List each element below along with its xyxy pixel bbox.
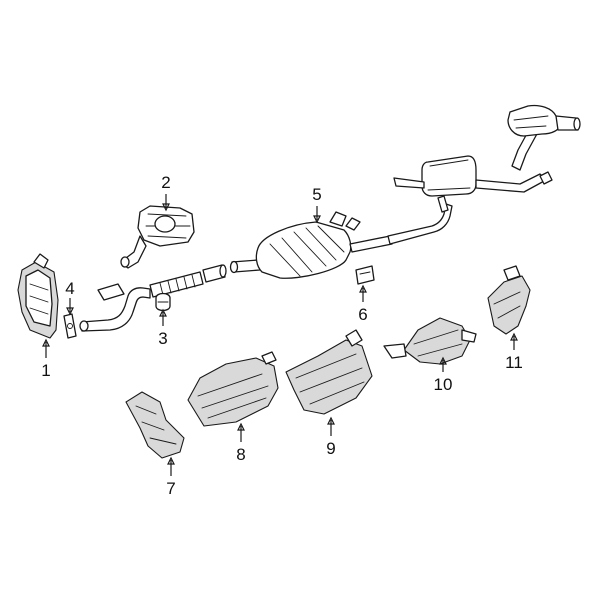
callout-6: 6	[358, 305, 367, 324]
part-3-clamp	[155, 292, 171, 312]
callout-5: 5	[312, 185, 321, 204]
callout-9: 9	[326, 439, 335, 458]
leader-lines	[42, 194, 518, 476]
part-11-heat-shield	[487, 265, 531, 335]
callout-3: 3	[158, 329, 167, 348]
part-1-heat-shield	[17, 253, 59, 339]
part-2-catalytic-converter	[120, 205, 195, 269]
callout-4: 4	[65, 279, 74, 298]
callout-10: 10	[434, 375, 453, 394]
part-9-heat-shield	[285, 329, 373, 415]
callout-8: 8	[236, 445, 245, 464]
callout-11: 11	[505, 353, 523, 372]
part-8-heat-shield	[187, 351, 279, 427]
callout-2: 2	[161, 173, 170, 192]
callout-7: 7	[166, 479, 175, 498]
callout-1: 1	[41, 361, 50, 380]
part-7-heat-shield	[125, 391, 185, 459]
part-10-heat-shield	[383, 317, 477, 365]
part-6-insulator	[355, 265, 375, 285]
part-4-gasket	[63, 313, 77, 339]
exhaust-system-assembly	[79, 104, 581, 332]
callout-labels: 1 2 3 4 5 6 7 8 9 10 11	[41, 173, 523, 498]
